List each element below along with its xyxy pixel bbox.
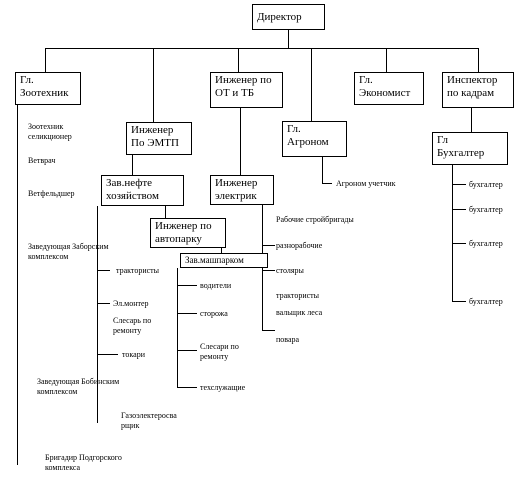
chief-agronomist-box: Гл. Агроном bbox=[282, 121, 347, 157]
engineer-safety-box: Инженер по ОТ и ТБ bbox=[210, 72, 283, 108]
label-vet: Ветврач bbox=[28, 156, 56, 165]
label-podgorsky-complex: Бригадир Подгорского комплекса bbox=[45, 453, 122, 472]
fuel-manager-box: Зав.нефте хозяйством bbox=[101, 175, 184, 206]
label-turners: токари bbox=[122, 350, 145, 359]
director-box: Директор bbox=[252, 4, 325, 30]
engineer-emtp-box: Инженер По ЭМТП bbox=[126, 122, 192, 155]
label-zootech-selector: Зоотехник селикционер bbox=[28, 122, 72, 141]
label-tractor-drivers-2: трактористы bbox=[276, 291, 320, 300]
engineer-fleet-box: Инженер по автопарку bbox=[150, 218, 226, 248]
garage-manager-box: Зав.машпарком bbox=[180, 253, 268, 268]
label-welder: Газоэлектеросва рщик bbox=[121, 411, 177, 430]
label-accountant-1: бухгалтер bbox=[469, 180, 503, 189]
label-cooks: повара bbox=[276, 335, 300, 344]
label-construction-workers: Рабочие стройбригады bbox=[276, 215, 354, 224]
engineer-electric-box: Инженер электрик bbox=[210, 175, 274, 205]
chief-accountant-box: Гл Бухгалтер bbox=[432, 132, 508, 165]
label-vet-feldsher: Ветфельдшер bbox=[28, 189, 75, 198]
label-service-staff: техслужащие bbox=[200, 383, 246, 392]
label-tractor-drivers: трактористы bbox=[116, 266, 160, 275]
label-zaborsky-complex: Заведующая Заборским комплексом bbox=[28, 242, 109, 261]
label-lumberjack: вальщик леса bbox=[276, 308, 323, 317]
label-electrician: Эл.монтер bbox=[113, 299, 149, 308]
chief-zootechnician-box: Гл. Зоотехник bbox=[15, 72, 81, 105]
label-guards: сторожа bbox=[200, 309, 228, 318]
label-drivers: водители bbox=[200, 281, 232, 290]
label-repair-mechanic: Слесарь по ремонту bbox=[113, 316, 152, 335]
label-carpenters: столяры bbox=[276, 266, 304, 275]
label-laborers: разнорабочие bbox=[276, 241, 323, 250]
label-accountant-3: бухгалтер bbox=[469, 239, 503, 248]
label-repair-mechanics: Слесари по ремонту bbox=[200, 342, 239, 361]
label-accountant-2: бухгалтер bbox=[469, 205, 503, 214]
hr-inspector-box: Инспектор по кадрам bbox=[442, 72, 514, 108]
chief-economist-box: Гл. Экономист bbox=[354, 72, 424, 105]
label-agronomist-accountant: Агроном учетчик bbox=[336, 179, 396, 188]
label-accountant-4: бухгалтер bbox=[469, 297, 503, 306]
label-bobinsky-complex: Заведующая Бобинским комплексом bbox=[37, 377, 120, 396]
